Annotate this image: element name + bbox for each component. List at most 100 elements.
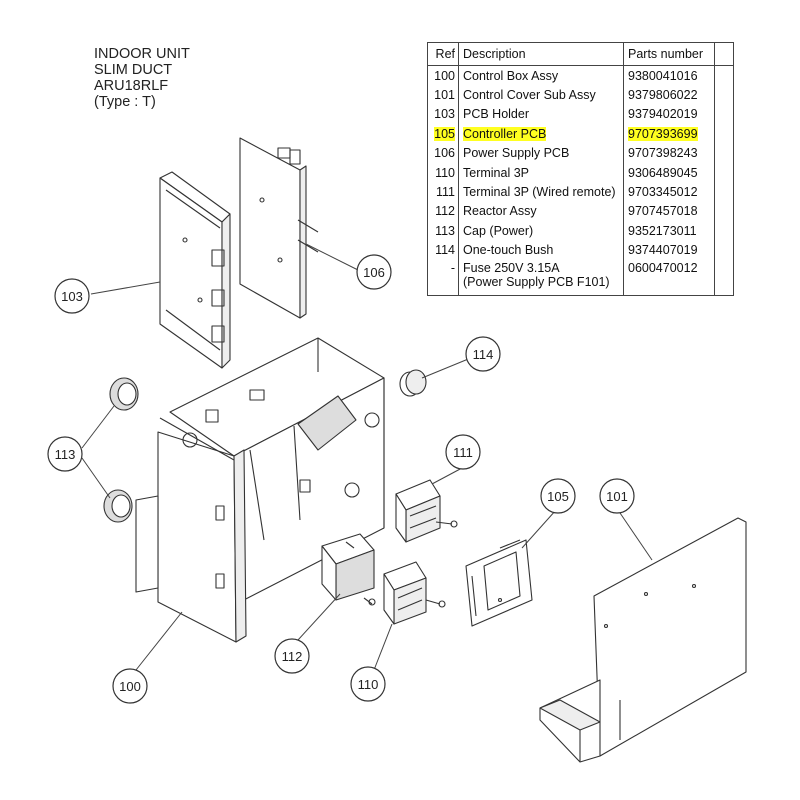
unit-type: (Type : T) bbox=[94, 94, 156, 110]
parts-number-cell-text: 9703345012 bbox=[628, 185, 698, 200]
control-box-drawing bbox=[135, 337, 385, 643]
ref-cell-text: 111 bbox=[435, 185, 455, 200]
parts-number-cell-text: 9707457018 bbox=[628, 204, 698, 219]
callout-101: 101 bbox=[599, 478, 635, 514]
ref-cell-text: 110 bbox=[435, 165, 455, 180]
one-touch-bush-drawing bbox=[399, 369, 427, 397]
svg-text:101: 101 bbox=[606, 489, 628, 504]
ref-cell: 105 bbox=[427, 124, 459, 144]
description-cell-text: Terminal 3P (Wired remote) bbox=[463, 185, 616, 200]
parts-number-cell-text: 9374407019 bbox=[628, 243, 698, 258]
blank-cell bbox=[714, 104, 734, 125]
table-header-row: Ref Description Parts number bbox=[427, 42, 734, 66]
ref-cell-text: 100 bbox=[434, 68, 455, 83]
parts-number-cell: 9306489045 bbox=[623, 162, 715, 183]
description-cell: Reactor Assy bbox=[458, 201, 624, 222]
control-cover-drawing bbox=[539, 517, 747, 763]
header-blank bbox=[714, 42, 734, 66]
parts-number-cell-text: 9707393699 bbox=[628, 126, 698, 141]
unit-title-line-1: INDOOR UNIT bbox=[94, 46, 190, 62]
description-cell-text: Reactor Assy bbox=[463, 204, 537, 219]
callout-105: 105 bbox=[540, 478, 576, 514]
svg-text:111: 111 bbox=[453, 445, 473, 460]
description-cell: PCB Holder bbox=[458, 104, 624, 125]
parts-number-cell-text: 9379806022 bbox=[628, 88, 698, 103]
description-cell-text: PCB Holder bbox=[463, 107, 529, 122]
blank-cell bbox=[714, 85, 734, 105]
parts-number-cell: 9374407019 bbox=[623, 240, 715, 260]
description-cell-line2: (Power Supply PCB F101) bbox=[463, 274, 610, 289]
description-cell-text: Fuse 250V 3.15A bbox=[463, 260, 560, 275]
parts-number-cell-text: 9306489045 bbox=[628, 165, 698, 180]
blank-cell bbox=[714, 182, 734, 202]
ref-cell-text: 106 bbox=[434, 146, 455, 161]
header-ref: Ref bbox=[427, 42, 459, 66]
description-cell: Fuse 250V 3.15A(Power Supply PCB F101) bbox=[458, 259, 624, 296]
svg-text:103: 103 bbox=[61, 289, 83, 304]
blank-cell bbox=[714, 124, 734, 144]
ref-cell: 113 bbox=[427, 221, 459, 241]
ref-cell: 114 bbox=[427, 240, 459, 260]
description-cell-text: Controller PCB bbox=[463, 126, 547, 141]
parts-number-cell: 9703345012 bbox=[623, 182, 715, 202]
table-row: 111 Terminal 3P (Wired remote) 9703345012 bbox=[427, 182, 734, 202]
svg-text:105: 105 bbox=[547, 489, 569, 504]
description-cell-text: Power Supply PCB bbox=[463, 146, 570, 161]
callout-100: 100 bbox=[112, 668, 148, 704]
terminal-3p-drawing bbox=[383, 561, 446, 625]
blank-cell bbox=[714, 162, 734, 183]
svg-text:100: 100 bbox=[119, 679, 141, 694]
parts-number-cell: 9707393699 bbox=[623, 124, 715, 144]
description-cell: Terminal 3P bbox=[458, 162, 624, 183]
ref-cell: 100 bbox=[427, 65, 459, 86]
ref-cell: 111 bbox=[427, 182, 459, 202]
table-row: -Fuse 250V 3.15A(Power Supply PCB F101)0… bbox=[427, 259, 734, 296]
ref-cell-text: 101 bbox=[434, 88, 455, 103]
unit-title-block: INDOOR UNIT SLIM DUCT ARU18RLF (Type : T… bbox=[94, 46, 190, 110]
blank-cell bbox=[714, 65, 734, 86]
description-cell: Control Cover Sub Assy bbox=[458, 85, 624, 105]
svg-text:112: 112 bbox=[282, 649, 303, 664]
callout-106: 106 bbox=[356, 254, 392, 290]
parts-number-cell: 9352173011 bbox=[623, 221, 715, 241]
header-description: Description bbox=[458, 42, 624, 66]
callout-113: 113 bbox=[47, 436, 83, 472]
controller-pcb-drawing bbox=[465, 539, 533, 627]
cap-power-drawing bbox=[103, 377, 139, 523]
description-cell-text: Cap (Power) bbox=[463, 223, 534, 238]
parts-number-cell-text: 9380041016 bbox=[628, 68, 698, 83]
parts-number-cell: 9707457018 bbox=[623, 201, 715, 222]
ref-cell: 106 bbox=[427, 143, 459, 163]
callout-110: 110 bbox=[350, 666, 386, 702]
blank-cell bbox=[714, 240, 734, 260]
header-parts-number: Parts number bbox=[623, 42, 715, 66]
callout-112: 112 bbox=[274, 638, 310, 674]
table-row: 113 Cap (Power) 9352173011 bbox=[427, 221, 734, 241]
parts-number-cell: 9379402019 bbox=[623, 104, 715, 125]
blank-cell bbox=[714, 201, 734, 222]
ref-cell-text: 112 bbox=[435, 204, 455, 219]
svg-text:114: 114 bbox=[473, 347, 494, 362]
description-cell: Power Supply PCB bbox=[458, 143, 624, 163]
callout-103: 103 bbox=[54, 278, 90, 314]
unit-title-line-2: SLIM DUCT bbox=[94, 62, 173, 78]
table-row: 105 Controller PCB 9707393699 bbox=[427, 124, 734, 144]
description-cell: Controller PCB bbox=[458, 124, 624, 144]
blank-cell bbox=[714, 143, 734, 163]
parts-number-cell: 0600470012 bbox=[623, 259, 715, 296]
parts-number-cell: 9380041016 bbox=[623, 65, 715, 86]
parts-number-cell: 9379806022 bbox=[623, 85, 715, 105]
description-cell: Control Box Assy bbox=[458, 65, 624, 86]
callout-111: 111 bbox=[445, 434, 481, 470]
description-cell: One-touch Bush bbox=[458, 240, 624, 260]
parts-number-cell-text: 0600470012 bbox=[628, 260, 698, 275]
parts-number-cell-text: 9352173011 bbox=[628, 223, 697, 238]
